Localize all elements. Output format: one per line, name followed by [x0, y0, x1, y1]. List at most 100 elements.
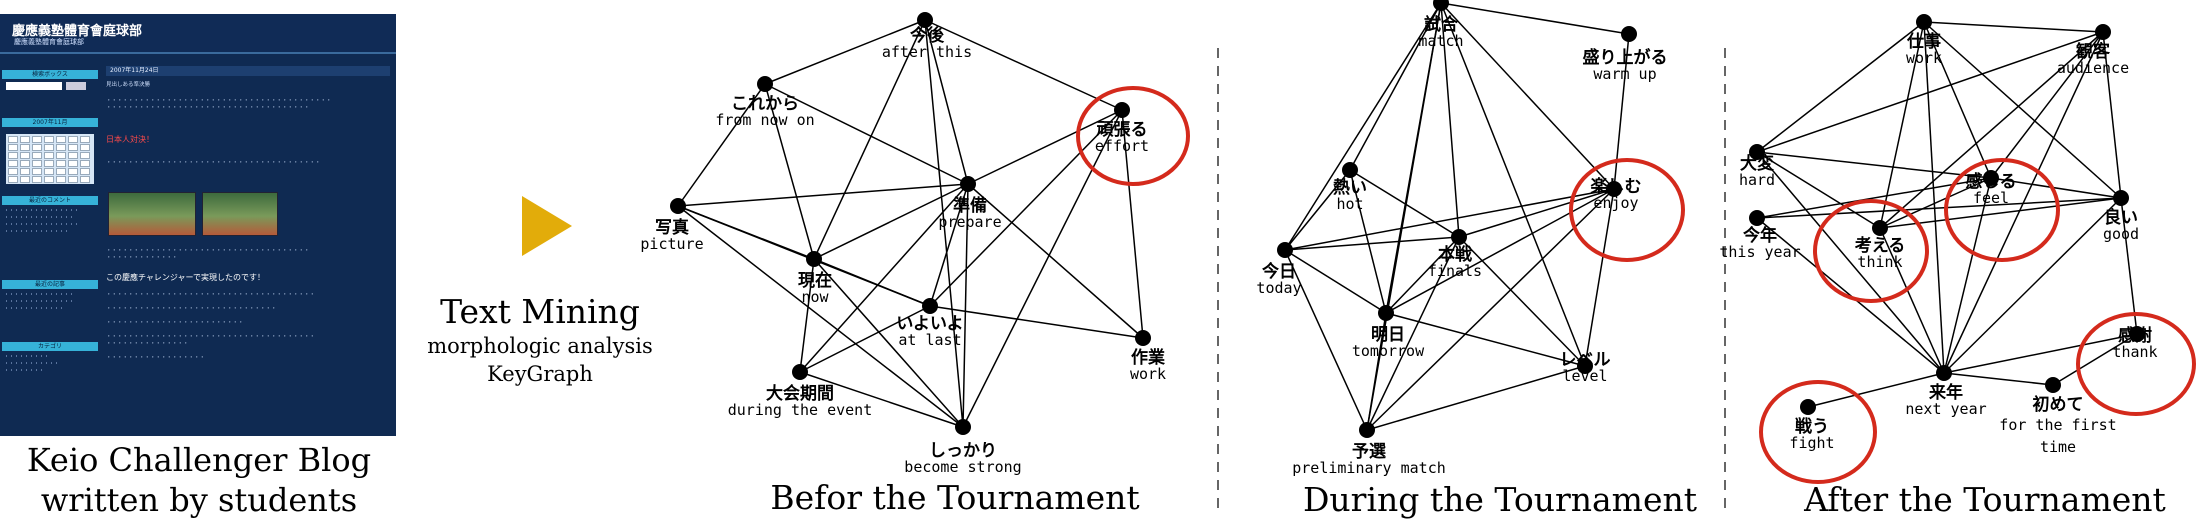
- calendar-cell[interactable]: [56, 176, 66, 183]
- after-node-tatakau: [1800, 399, 1816, 415]
- before-label-en-ganbaru: effort: [1094, 137, 1150, 155]
- side-category-list: ・・・・・・・・・ ・・・・・・・・・・・ ・・・・・・・・: [4, 354, 60, 374]
- calendar-cell[interactable]: [8, 144, 18, 151]
- calendar-cell[interactable]: [80, 152, 90, 159]
- calendar-cell[interactable]: [20, 152, 30, 159]
- during-edge-shiai-atsui: [1349, 2, 1442, 171]
- calendar-cell[interactable]: [80, 176, 90, 183]
- side-calendar-head: 2007年11月: [2, 118, 98, 127]
- calendar-cell[interactable]: [44, 136, 54, 143]
- calendar-cell[interactable]: [44, 144, 54, 151]
- calendar-cell[interactable]: [44, 160, 54, 167]
- calendar-cell[interactable]: [20, 160, 30, 167]
- calendar-cell[interactable]: [32, 160, 42, 167]
- during-edge-kyou-ashita: [1284, 249, 1387, 314]
- calendar-cell[interactable]: [68, 176, 78, 183]
- calendar-cell[interactable]: [20, 176, 30, 183]
- before-label-jp-shikkari: しっかり: [929, 441, 997, 461]
- blog-search-input[interactable]: [6, 82, 62, 90]
- during-node-yosen: [1359, 422, 1375, 438]
- calendar-cell[interactable]: [32, 152, 42, 159]
- calendar-cell[interactable]: [68, 136, 78, 143]
- blog-title: 慶應義塾體育會庭球部: [12, 24, 143, 39]
- calendar-cell[interactable]: [32, 176, 42, 183]
- side-comments-head: 最近のコメント: [2, 196, 98, 205]
- after-highlight-circle-kanjiru: [1944, 158, 2060, 262]
- calendar-cell[interactable]: [80, 144, 90, 151]
- calendar-cell[interactable]: [8, 160, 18, 167]
- calendar-cell[interactable]: [56, 168, 66, 175]
- calendar-cell[interactable]: [20, 168, 30, 175]
- before-highlight-circle-ganbaru: [1076, 86, 1190, 186]
- calendar-cell[interactable]: [80, 160, 90, 167]
- during-edge-shiai-kyou: [1284, 2, 1442, 251]
- calendar-cell[interactable]: [68, 144, 78, 151]
- after-edge-shigoto-taihen: [1756, 21, 1925, 153]
- calendar-cell[interactable]: [80, 168, 90, 175]
- blog-search-button[interactable]: [66, 82, 86, 90]
- before-edge-kongo-genzai: [813, 19, 926, 260]
- after-label-jp-tatakau: 戦う: [1795, 417, 1829, 437]
- calendar-cell[interactable]: [44, 168, 54, 175]
- blog-caption-line2: written by students: [40, 481, 358, 519]
- calendar-cell[interactable]: [20, 136, 30, 143]
- calendar-cell[interactable]: [56, 160, 66, 167]
- calendar-cell[interactable]: [80, 136, 90, 143]
- calendar-cell[interactable]: [56, 136, 66, 143]
- calendar-cell[interactable]: [32, 144, 42, 151]
- calendar-cell[interactable]: [8, 152, 18, 159]
- after-edge-yoi-kansha: [2120, 197, 2138, 335]
- before-node-iyoiyo: [922, 298, 938, 314]
- calendar-cell[interactable]: [8, 176, 18, 183]
- before-label-jp-sagyou: 作業: [1131, 348, 1165, 368]
- calendar-cell[interactable]: [44, 152, 54, 159]
- calendar-cell[interactable]: [68, 168, 78, 175]
- blog-caption: Keio Challenger Blog written by students: [0, 440, 398, 520]
- after-label-en-kotoshi: this year: [1719, 243, 1801, 261]
- before-edge-junbi-iyoiyo: [929, 183, 969, 307]
- during-label-en-shiai: match: [1418, 32, 1464, 50]
- flow-arrow-icon: [522, 196, 572, 256]
- before-node-shashin: [670, 198, 686, 214]
- calendar-cell[interactable]: [44, 176, 54, 183]
- after-label-jp-kansha: 感謝: [2118, 326, 2152, 346]
- after-label-jp-taihen: 大変: [1740, 154, 1774, 174]
- calendar-cell[interactable]: [68, 152, 78, 159]
- during-label-jp-honsen: 本戦: [1438, 245, 1472, 265]
- calendar-cell[interactable]: [8, 136, 18, 143]
- before-label-jp-ganbaru: 頑張る: [1096, 120, 1148, 140]
- post-body-4: ・・・・・・・・・・・・・・・・・・・・・・・・・・・・・・・・・・・・・・・・…: [106, 292, 316, 361]
- after-label-jp-kotoshi: 今年: [1743, 226, 1777, 246]
- calendar-cell[interactable]: [20, 144, 30, 151]
- calendar-cell[interactable]: [32, 168, 42, 175]
- during-label-jp-moriagaru: 盛り上がる: [1582, 48, 1668, 68]
- calendar-cell[interactable]: [56, 144, 66, 151]
- during-highlight-circle-tanoshimu: [1569, 158, 1685, 262]
- before-edge-ganbaru-iyoiyo: [929, 109, 1123, 307]
- after-edge-rainen-kansha: [1943, 333, 2138, 374]
- during-edge-level-yosen: [1366, 365, 1586, 431]
- after-node-yoi: [2113, 190, 2129, 206]
- calendar-cell[interactable]: [68, 160, 78, 167]
- during-edge-ashita-level: [1385, 312, 1586, 367]
- after-node-kotoshi: [1749, 210, 1765, 226]
- during-label-jp-level: レベル: [1559, 350, 1611, 370]
- during-node-honsen: [1451, 229, 1467, 245]
- during-edge-shiai-level: [1440, 2, 1586, 367]
- before-label-en-kongo: after this: [881, 43, 973, 61]
- calendar-cell[interactable]: [56, 152, 66, 159]
- before-label-jp-junbi: 準備: [953, 196, 987, 216]
- calendar-cell[interactable]: [8, 168, 18, 175]
- calendar-cell[interactable]: [32, 136, 42, 143]
- during-label-jp-tanoshimu: 楽しむ: [1590, 177, 1642, 197]
